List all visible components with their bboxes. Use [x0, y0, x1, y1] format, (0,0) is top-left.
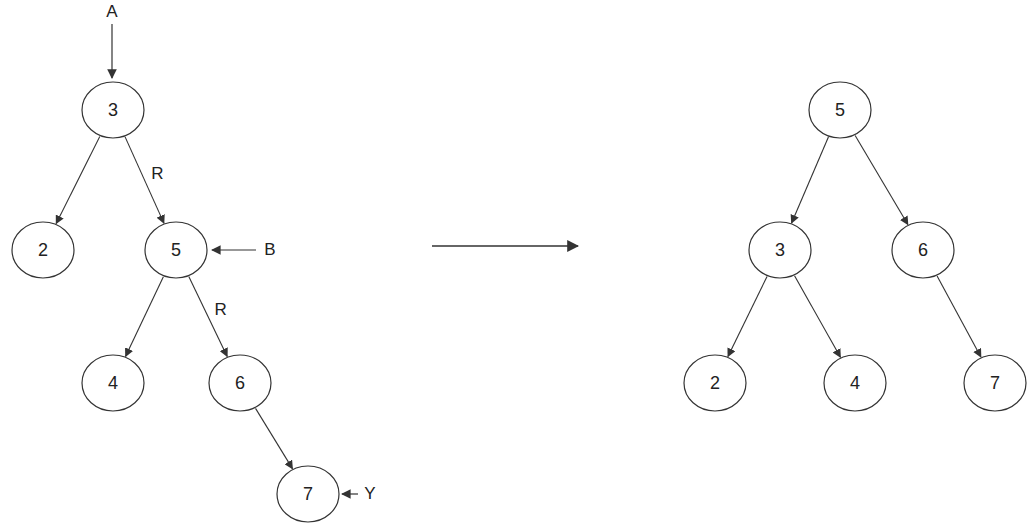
node-outline [809, 82, 871, 138]
pointer-label: A [104, 3, 119, 22]
tree-node: 6 [208, 354, 272, 412]
transform-arrow [432, 245, 578, 247]
pointer-label: Y [362, 485, 377, 504]
node-key: 5 [171, 240, 181, 261]
tree-node: 7 [276, 465, 340, 523]
tree-node: 4 [81, 354, 145, 412]
edge-label: R [149, 165, 165, 184]
node-key: 4 [108, 373, 118, 394]
pointer-label: B [262, 241, 277, 260]
tree-edge [792, 137, 829, 223]
edge-label: R [212, 301, 228, 320]
tree-node: 7 [963, 354, 1027, 412]
node-outline [824, 355, 886, 411]
node-key: 3 [775, 240, 785, 261]
tree-node: 2 [683, 354, 747, 412]
node-key: 5 [835, 100, 845, 121]
pointer-arrow [111, 24, 112, 78]
node-key: 2 [38, 240, 48, 261]
node-outline [145, 222, 207, 278]
node-key: 4 [850, 373, 860, 394]
pointer-arrow [212, 249, 256, 250]
tree-edge [256, 408, 293, 468]
node-key: 7 [303, 484, 313, 505]
node-outline [12, 222, 74, 278]
tree-node: 6 [891, 221, 955, 279]
tree-edge [126, 277, 164, 357]
tree-node: 4 [823, 354, 887, 412]
node-outline [209, 355, 271, 411]
node-outline [82, 82, 144, 138]
node-outline [749, 222, 811, 278]
node-key: 2 [710, 373, 720, 394]
tree-edge [56, 136, 100, 223]
node-outline [964, 355, 1026, 411]
node-key: 6 [918, 240, 928, 261]
node-outline [82, 355, 144, 411]
node-key: 7 [990, 373, 1000, 394]
tree-node: 5 [144, 221, 208, 279]
node-outline [892, 222, 954, 278]
tree-node: 3 [748, 221, 812, 279]
tree-node: 3 [81, 81, 145, 139]
node-outline [277, 466, 339, 522]
tree-node: 5 [808, 81, 872, 139]
tree-edge [937, 276, 981, 357]
node-outline [684, 355, 746, 411]
node-key: 6 [235, 373, 245, 394]
pointer-arrow [342, 493, 358, 494]
tree-node: 2 [11, 221, 75, 279]
tree-edge [728, 277, 767, 357]
tree-edge [795, 276, 841, 357]
tree-edge [855, 136, 908, 225]
node-key: 3 [108, 100, 118, 121]
